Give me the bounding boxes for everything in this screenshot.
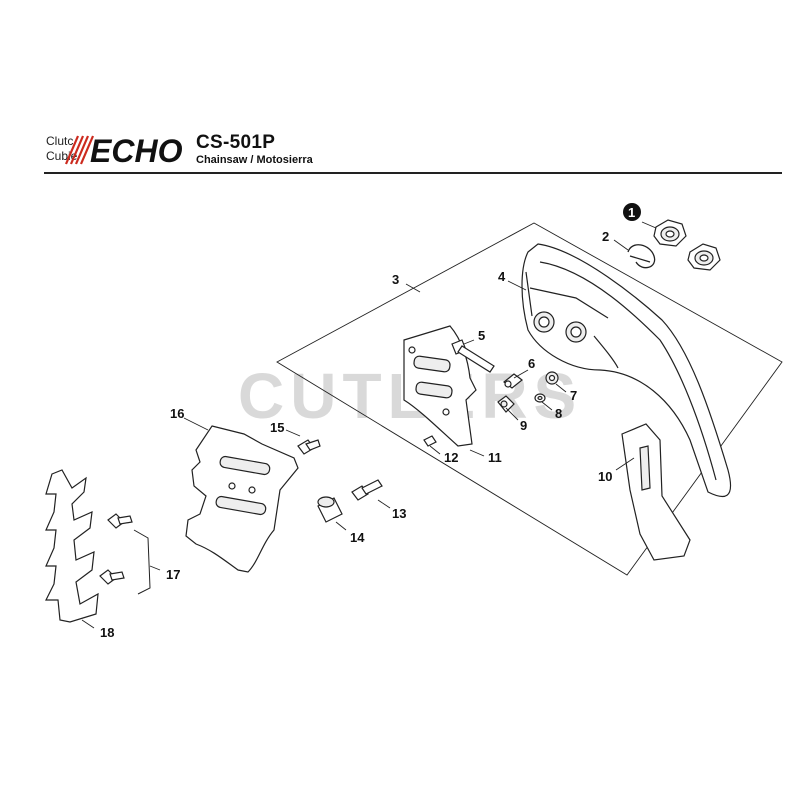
callout-3: 3 (392, 272, 399, 287)
callout-1-badge (623, 203, 641, 221)
part-1-nut-second (687, 243, 721, 271)
part-13-screw (351, 479, 383, 501)
echo-logo: ECHO (64, 133, 183, 166)
callout-5: 5 (478, 328, 485, 343)
logo-underlay-text: Clutc Cubie (46, 134, 77, 164)
callout-9: 9 (520, 418, 527, 433)
callout-2: 2 (602, 229, 609, 244)
part-2-clip (627, 244, 656, 269)
model-number: CS-501P (196, 132, 276, 153)
part-17-screws (99, 513, 133, 585)
part-5-bolt (451, 339, 495, 373)
callout-13: 13 (392, 506, 406, 521)
logo-underlay-line1: Clutc (46, 134, 74, 148)
part-11-inner-plate (403, 325, 477, 447)
part-12-screw (423, 435, 437, 447)
callout-15: 15 (270, 420, 284, 435)
part-10-plate (621, 423, 691, 561)
callout-11: 11 (488, 450, 502, 465)
brand-wordmark: ECHO (90, 133, 183, 166)
callout-16: 16 (170, 406, 184, 421)
callout-7: 7 (570, 388, 577, 403)
part-4-clutch-cover (521, 243, 732, 498)
logo-underlay-line2: Cubie (46, 149, 78, 163)
header: Clutc Cubie ECHO CS-501P Chainsaw / Moto… (44, 130, 782, 176)
callout-17: 17 (166, 567, 180, 582)
part-15-screw (297, 439, 321, 455)
part-1-nut (653, 219, 687, 247)
part-18-bumper-spike (45, 469, 99, 623)
part-14-spacer (317, 496, 343, 523)
callout-8: 8 (555, 406, 562, 421)
callout-1: 1 (628, 205, 635, 220)
assembly-outline (276, 222, 783, 576)
part-6-pin (503, 373, 523, 389)
callout-18: 18 (100, 625, 114, 640)
part-9-adjuster (497, 395, 515, 413)
callout-6: 6 (528, 356, 535, 371)
header-rule (44, 172, 782, 174)
callout-10: 10 (598, 469, 612, 484)
product-subtitle: Chainsaw / Motosierra (196, 154, 313, 166)
leader-lines (81, 221, 657, 629)
callout-12: 12 (444, 450, 458, 465)
part-8-washer (534, 393, 546, 403)
callout-4: 4 (498, 269, 506, 284)
part-16-outer-plate (185, 425, 299, 573)
callout-14: 14 (350, 530, 365, 545)
part-17-bracket (133, 529, 151, 595)
part-7-nut (545, 371, 559, 385)
